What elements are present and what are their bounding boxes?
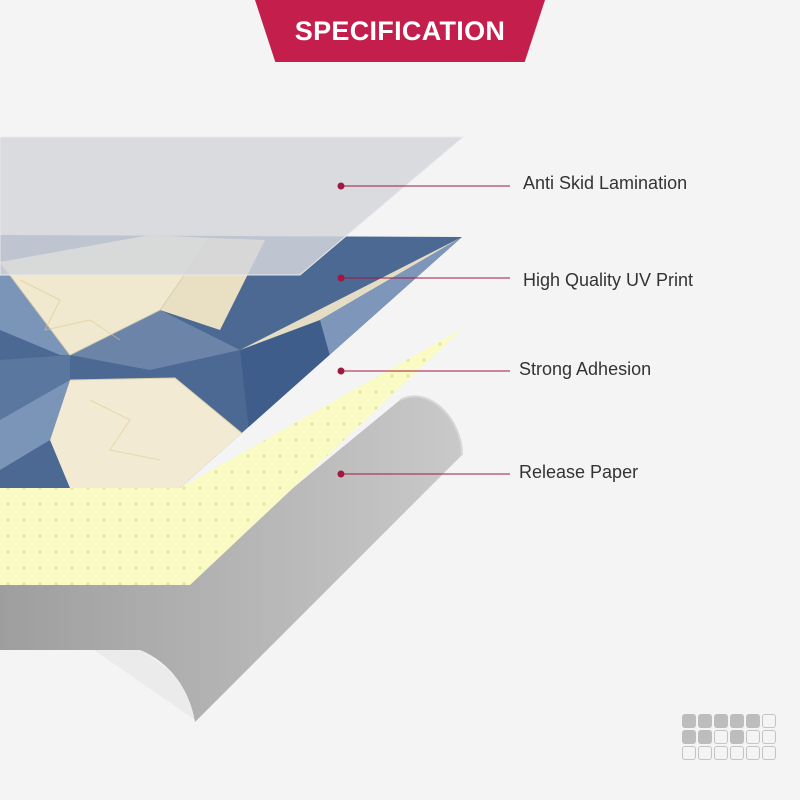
tile-grid-logo-icon: [682, 714, 778, 778]
layer-label-adhesion: Strong Adhesion: [519, 359, 652, 379]
pointer-lines: [337, 182, 510, 478]
page-title: SPECIFICATION: [294, 15, 506, 46]
specification-banner: SPECIFICATION: [255, 0, 545, 62]
layer-label-anti-skid: Anti Skid Lamination: [523, 173, 688, 193]
release-paper-layer: [0, 395, 463, 722]
layer-label-uv-print: High Quality UV Print: [523, 270, 694, 290]
layer-label-release-paper: Release Paper: [519, 462, 639, 482]
adhesion-layer: [0, 328, 463, 585]
lamination-layer: [0, 136, 465, 276]
